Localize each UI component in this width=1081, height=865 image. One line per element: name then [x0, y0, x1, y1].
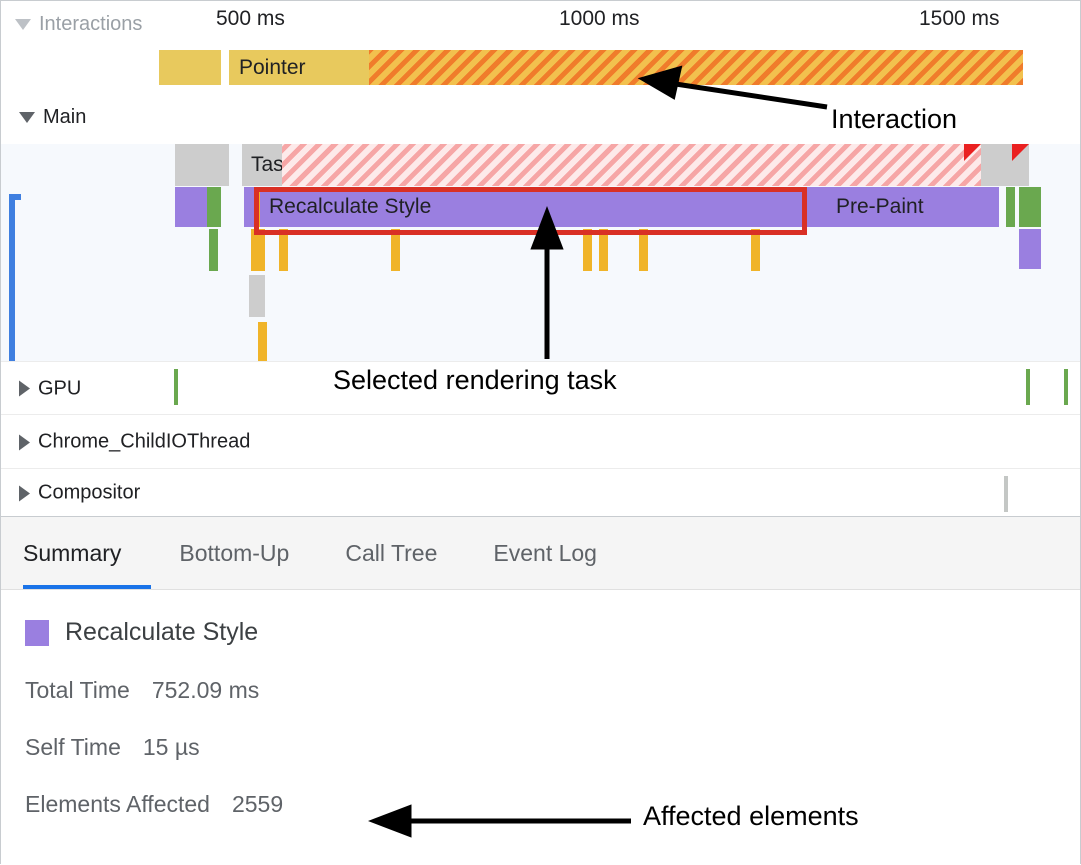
- tab-bottom-up[interactable]: Bottom-Up: [179, 539, 290, 566]
- detail-label: Elements Affected: [25, 791, 210, 817]
- flame-event[interactable]: [1019, 229, 1041, 269]
- track-main-header-row: Main: [1, 96, 1080, 145]
- track-main: Main TaskRecalculate Style Pre-Paint: [1, 96, 1080, 452]
- details-tab-bar[interactable]: Summary Bottom-Up Call Tree Event Log: [1, 517, 1080, 590]
- track-compositor[interactable]: Compositor: [1, 468, 1080, 516]
- track-event-mark[interactable]: [174, 369, 178, 405]
- flame-event[interactable]: [255, 187, 264, 227]
- tab-call-tree[interactable]: Call Tree: [345, 539, 438, 566]
- event-color-swatch: [25, 619, 49, 646]
- flame-event[interactable]: [1006, 187, 1015, 227]
- detail-label: Self Time: [25, 734, 121, 760]
- tab-summary[interactable]: Summary: [23, 517, 151, 589]
- flame-event[interactable]: [599, 229, 608, 271]
- flame-event[interactable]: [175, 187, 213, 227]
- annotation-label: Interaction: [831, 104, 958, 134]
- main-flame-chart[interactable]: TaskRecalculate Style Pre-Paint: [1, 144, 1080, 361]
- chevron-down-icon[interactable]: [15, 19, 31, 30]
- flame-event[interactable]: [258, 322, 267, 361]
- flame-event[interactable]: [391, 229, 400, 271]
- detail-row: Self Time 15 µs: [25, 734, 1080, 761]
- flame-event-recalculate-style[interactable]: Recalculate Style: [260, 187, 807, 227]
- event-name: Recalculate Style: [65, 618, 259, 646]
- track-interactions: Interactions 500 ms 1000 ms 1500 ms Pointe…: [1, 1, 1080, 96]
- interaction-bar-pointer[interactable]: Pointer: [229, 50, 369, 85]
- track-chrome-childiothread[interactable]: Chrome_ChildIOThread: [1, 414, 1080, 469]
- ruler-label: 1000 ms: [559, 7, 640, 30]
- timeline-area: Interactions 500 ms 1000 ms 1500 ms Pointe…: [1, 1, 1080, 516]
- track-event-mark[interactable]: [1064, 369, 1068, 405]
- interaction-bar[interactable]: [159, 50, 221, 85]
- chevron-down-icon[interactable]: [19, 112, 35, 123]
- track-header-gpu[interactable]: GPU: [19, 377, 81, 400]
- flame-event[interactable]: [807, 187, 827, 227]
- chevron-right-icon[interactable]: [19, 434, 30, 450]
- detail-value: 752.09 ms: [151, 677, 260, 703]
- chevron-right-icon[interactable]: [19, 485, 30, 501]
- track-gpu[interactable]: GPU: [1, 361, 1080, 415]
- track-label-main: Main: [43, 106, 87, 128]
- flame-event[interactable]: [751, 229, 760, 271]
- track-header-compositor[interactable]: Compositor: [19, 482, 140, 505]
- track-event-mark[interactable]: [1004, 476, 1008, 512]
- flame-event[interactable]: [1019, 187, 1041, 227]
- summary-rows: Total Time 752.09 ms Self Time 15 µs Element…: [25, 677, 1080, 818]
- detail-row: Total Time 752.09 ms: [25, 677, 1080, 704]
- track-event-mark[interactable]: [1026, 369, 1030, 405]
- flame-event[interactable]: [175, 144, 223, 186]
- tab-event-log[interactable]: Event Log: [493, 539, 597, 566]
- track-label-chrome-childiothread: Chrome_ChildIOThread: [38, 430, 251, 453]
- flame-event[interactable]: [209, 229, 218, 271]
- flame-event[interactable]: [639, 229, 648, 271]
- flame-event-task[interactable]: Task: [242, 144, 282, 186]
- track-label-interactions: Interactions: [39, 13, 143, 35]
- track-header-main[interactable]: Main: [19, 106, 86, 129]
- details-panel: Summary Bottom-Up Call Tree Event Log Recal…: [1, 516, 1080, 864]
- selected-event-title: Recalculate Style: [25, 618, 1080, 647]
- flame-event[interactable]: [220, 144, 229, 186]
- track-label-compositor: Compositor: [38, 481, 141, 504]
- flame-event[interactable]: [583, 229, 592, 271]
- annotation-label: Affected elements: [643, 801, 859, 831]
- flame-event[interactable]: [251, 229, 265, 271]
- interaction-bar-hatched[interactable]: [369, 50, 1023, 85]
- long-task-warning-icon[interactable]: [1012, 144, 1029, 161]
- detail-row: Elements Affected 2559: [25, 791, 1080, 818]
- track-header-interactions[interactable]: Interactions: [15, 13, 142, 36]
- detail-value: 2559: [231, 791, 284, 817]
- chevron-right-icon[interactable]: [19, 380, 30, 397]
- flame-event[interactable]: [279, 229, 288, 271]
- track-header-chrome-childiothread[interactable]: Chrome_ChildIOThread: [19, 431, 250, 454]
- detail-label: Total Time: [25, 677, 130, 703]
- flame-event[interactable]: [249, 275, 265, 317]
- summary-details: Recalculate Style Total Time 752.09 ms Sel…: [1, 590, 1080, 818]
- annotation-label: Selected rendering task: [333, 365, 617, 395]
- flame-event[interactable]: [282, 144, 981, 186]
- ruler-label: 1500 ms: [919, 7, 1000, 30]
- detail-value: 15 µs: [142, 734, 200, 760]
- long-task-warning-icon[interactable]: [964, 144, 981, 161]
- ruler-label: 500 ms: [216, 7, 285, 30]
- flame-event[interactable]: [207, 187, 221, 227]
- flame-event[interactable]: [244, 187, 257, 227]
- track-label-gpu: GPU: [38, 377, 82, 399]
- flame-event-pre-paint[interactable]: Pre-Paint: [827, 187, 999, 227]
